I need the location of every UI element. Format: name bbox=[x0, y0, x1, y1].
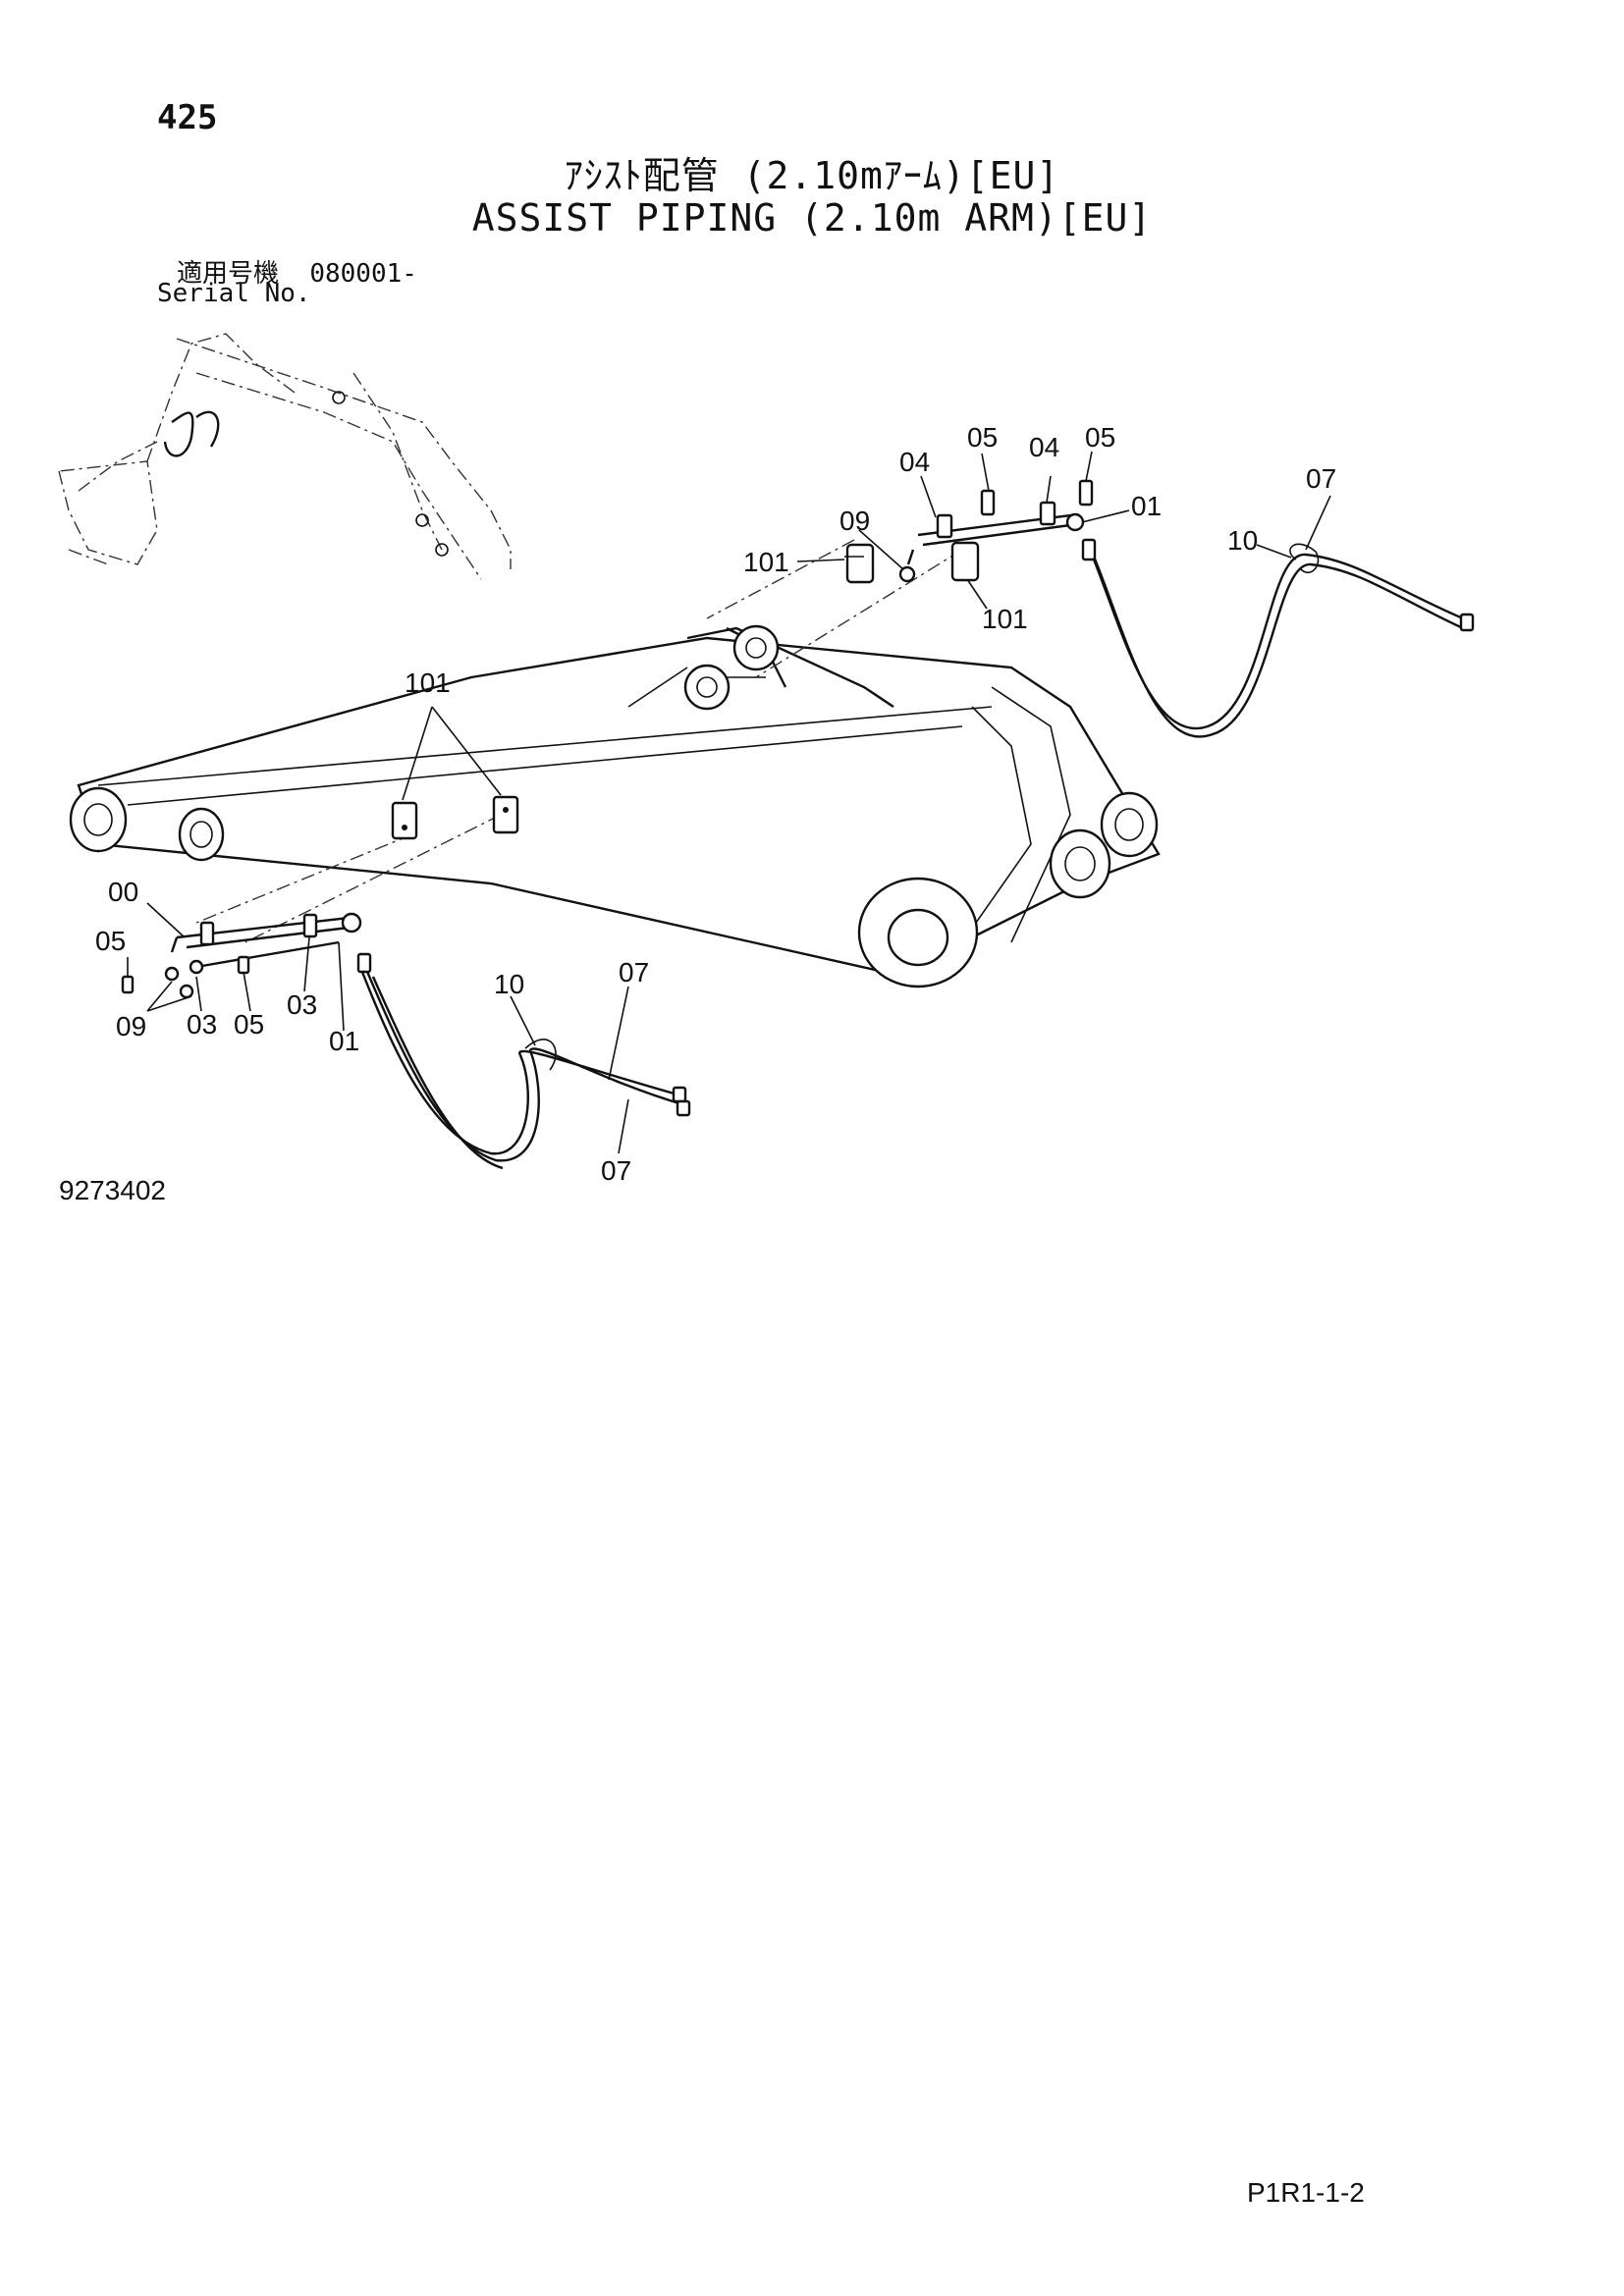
alignment-lines bbox=[195, 539, 963, 943]
callout-09: 09 bbox=[116, 1011, 146, 1041]
callout-09: 09 bbox=[839, 506, 870, 536]
title-japanese: ｱｼｽﾄ配管 (2.10mｱｰﾑ)[EU] bbox=[564, 154, 1060, 197]
page-number: 425 bbox=[157, 98, 218, 137]
top-pipe-assembly bbox=[844, 479, 1475, 738]
callout-101: 101 bbox=[405, 667, 451, 698]
serial-value: 080001- bbox=[309, 259, 417, 289]
callout-01: 01 bbox=[1131, 491, 1162, 521]
callout-00: 00 bbox=[108, 877, 138, 907]
callout-05: 05 bbox=[967, 422, 998, 453]
serial-label-jp: 適用号機 bbox=[177, 259, 280, 289]
bottom-pipe-assembly bbox=[121, 912, 691, 1170]
inset-machine-overview bbox=[58, 333, 512, 580]
callout-01: 01 bbox=[329, 1026, 359, 1056]
callout-03: 03 bbox=[287, 989, 317, 1020]
callout-05: 05 bbox=[95, 926, 126, 956]
callout-07: 07 bbox=[1306, 463, 1336, 494]
callout-05: 05 bbox=[234, 1009, 264, 1040]
title-english: ASSIST PIPING (2.10m ARM)[EU] bbox=[471, 196, 1153, 240]
callout-04: 04 bbox=[899, 447, 930, 477]
serial-label-english: Serial No. bbox=[157, 279, 311, 308]
callout-labels: 05 05 04 04 01 09 101 101 07 10 101 00 0… bbox=[95, 422, 1336, 1186]
arm-body bbox=[69, 624, 1161, 988]
callout-03: 03 bbox=[187, 1009, 217, 1040]
callout-04: 04 bbox=[1029, 432, 1059, 462]
middle-clamps bbox=[391, 795, 519, 840]
callout-101: 101 bbox=[982, 604, 1028, 634]
callout-101: 101 bbox=[743, 547, 789, 577]
callout-07: 07 bbox=[601, 1155, 631, 1186]
callout-10: 10 bbox=[1227, 525, 1258, 556]
page-reference: P1R1-1-2 bbox=[1247, 2177, 1365, 2208]
callout-07: 07 bbox=[619, 957, 649, 988]
callout-10: 10 bbox=[494, 969, 524, 999]
drawing-code: 9273402 bbox=[59, 1175, 167, 1205]
leader-lines bbox=[127, 451, 1331, 1154]
serial-line-japanese: 適用号機 080001- bbox=[177, 253, 417, 290]
callout-05: 05 bbox=[1085, 422, 1115, 453]
